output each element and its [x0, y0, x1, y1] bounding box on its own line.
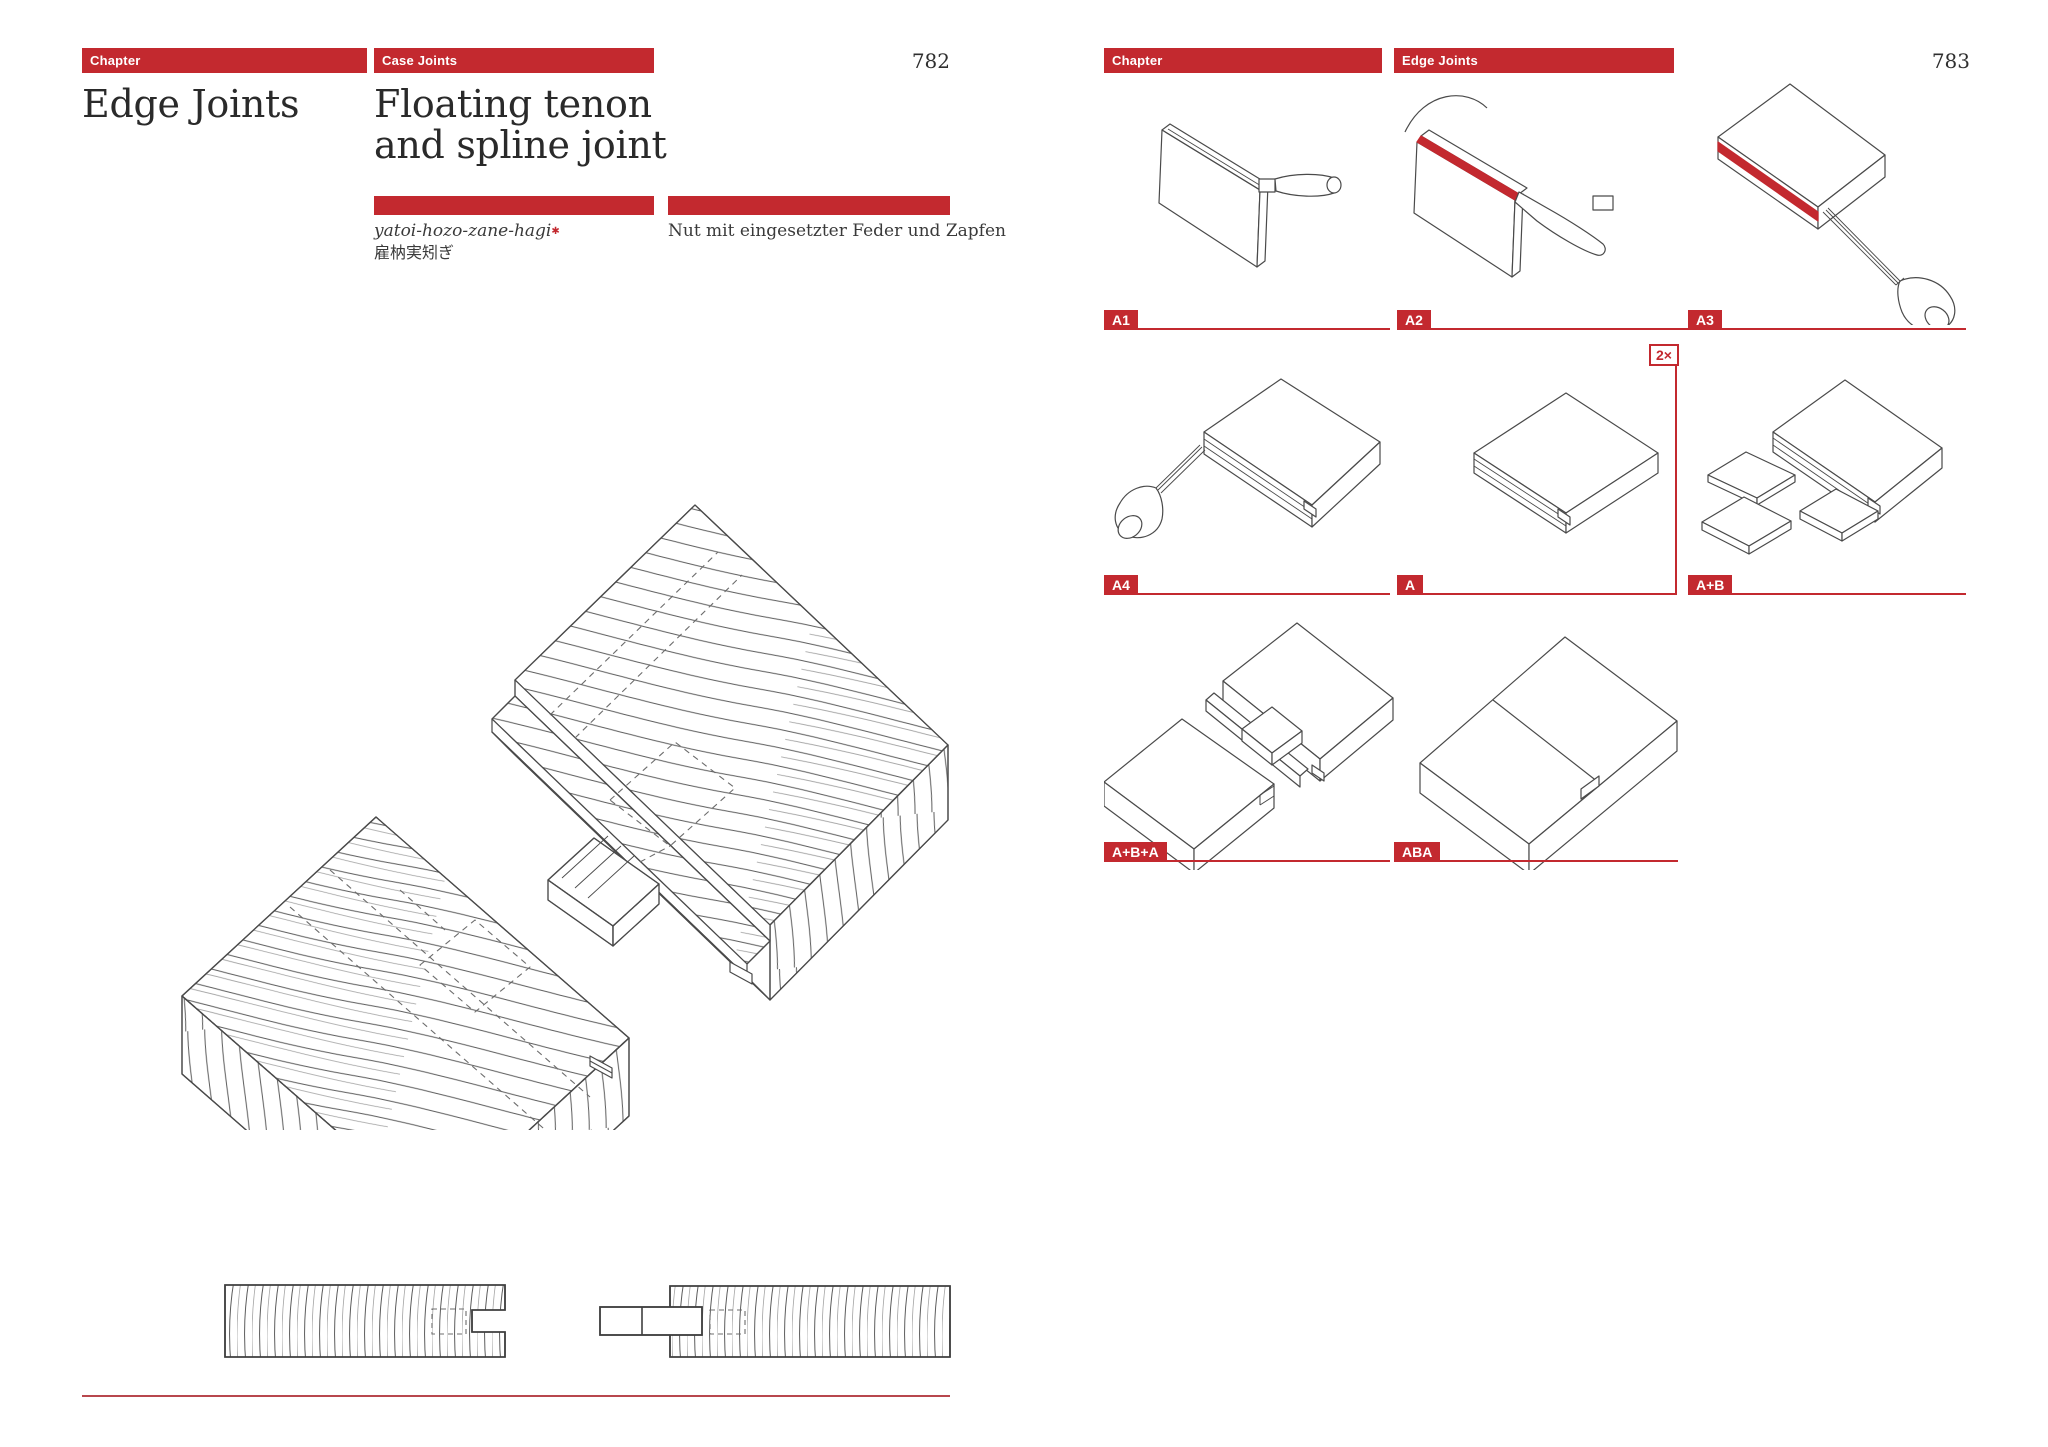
section-bar-right: Edge Joints [1394, 48, 1674, 73]
footer-rule [82, 1395, 950, 1397]
section-board-a [224, 1284, 506, 1358]
step-tag-a: A [1397, 575, 1424, 595]
multiplier-badge: 2× [1649, 344, 1679, 366]
step-a-plus-b-illustration [1701, 379, 1943, 555]
step-rule-a4 [1104, 593, 1390, 595]
step-rule-a-plus-b-plus-a [1104, 860, 1390, 862]
section-bar: Case Joints [374, 48, 654, 73]
step-rule-a [1397, 593, 1677, 595]
step-rule-aba [1397, 860, 1678, 862]
chapter-bar-right: Chapter [1104, 48, 1382, 73]
cross-section-diagram [224, 1284, 951, 1358]
caption-german: Nut mit eingesetzter Feder und Zapfen [668, 221, 1006, 241]
step-tag-a3: A3 [1688, 310, 1722, 330]
board-a-lower [181, 816, 630, 1130]
step-rule-a1 [1104, 328, 1390, 330]
step-tag-aba: ABA [1394, 842, 1441, 862]
chapter-bar: Chapter [82, 48, 367, 73]
step-a4-illustration [1114, 378, 1381, 539]
joint-title-line2: and spline joint [374, 123, 667, 167]
step-rule-a3 [1688, 328, 1966, 330]
board-b-upper [491, 504, 949, 1001]
step-a2-illustration [1404, 95, 1614, 278]
step-tag-a2: A2 [1397, 310, 1431, 330]
chapter-title: Edge Joints [82, 82, 300, 126]
right-page: Chapter Edge Joints 783 [1024, 0, 2048, 1447]
multiplier-line [1675, 366, 1677, 595]
caption-romaji: yatoi-hozo-zane-hagi✱ [374, 221, 560, 241]
step-a-plus-b-plus-a-illustration [1104, 622, 1394, 870]
step-tag-a-plus-b: A+B [1688, 575, 1733, 595]
step-a3-illustration [1717, 83, 1956, 325]
joint-isometric-illustration [181, 504, 949, 1130]
joint-title-line1: Floating tenon [374, 82, 652, 126]
step-a-illustration [1473, 392, 1659, 534]
caption-bar-right [668, 196, 950, 215]
step-rule-a-plus-b [1688, 593, 1966, 595]
floating-tenon [547, 835, 660, 947]
step-rule-a2 [1397, 328, 1692, 330]
joint-title: Floating tenon and spline joint [374, 84, 794, 166]
step-aba-illustration [1419, 636, 1678, 870]
footnote-marker-icon: ✱ [551, 226, 560, 237]
caption-bar-left [374, 196, 654, 215]
page-number-left: 782 [911, 49, 950, 73]
step-a1-illustration [1158, 123, 1342, 268]
step-tag-a4: A4 [1104, 575, 1138, 595]
step-tag-a-plus-b-plus-a: A+B+A [1104, 842, 1167, 862]
caption-japanese: 雇枘実矧ぎ [374, 243, 455, 262]
left-page: Chapter Case Joints 782 Edge Joints Floa… [82, 48, 1006, 1397]
section-board-b [599, 1285, 951, 1358]
page-number-right: 783 [1931, 49, 1970, 73]
step-tag-a1: A1 [1104, 310, 1138, 330]
